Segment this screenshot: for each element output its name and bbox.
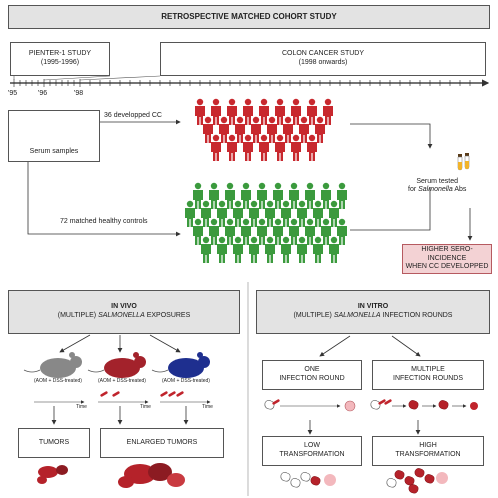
tick-label-95: '95	[8, 90, 18, 97]
in-vitro-subtitle: (MULTIPLE) SALMONELLA INFECTION ROUNDS	[293, 312, 453, 319]
multiple-rounds-line1: MULTIPLE	[411, 366, 445, 374]
tumors-box: TUMORS	[18, 428, 90, 458]
cc-count-label: 36 developped CC	[104, 112, 162, 119]
tick-label-98: '98	[74, 90, 84, 97]
high-transformation-box: HIGH TRANSFORMATION	[372, 436, 484, 466]
high-line1: HIGH	[419, 442, 437, 450]
in-vivo-header: IN VIVO (MULTIPLE) SALMONELLA EXPOSURES	[8, 290, 240, 334]
serum-tested-label: Serum tested for Salmonella Abs	[408, 178, 466, 195]
result-line1: HIGHER SERO-INCIDENCE	[421, 245, 473, 262]
enlarged-tumors-box: ENLARGED TUMORS	[100, 428, 224, 458]
high-line2: TRANSFORMATION	[395, 451, 461, 458]
colon-cancer-study-box: COLON CANCER STUDY (1998 onwards)	[160, 42, 486, 76]
colon-title: COLON CANCER STUDY	[281, 50, 365, 58]
multiple-rounds-line2: INFECTION ROUNDS	[393, 375, 463, 382]
mouse-label-red: (AOM + DSS-treated)	[98, 378, 146, 384]
arrow-to-controls	[27, 162, 181, 237]
in-vitro-header: IN VITRO (MULTIPLE) SALMONELLA INFECTION…	[256, 290, 490, 334]
colon-years: (1998 onwards)	[298, 59, 348, 66]
pienter-title: PIENTER-1 STUDY	[28, 50, 92, 58]
serum-tested-line1: Serum tested	[416, 178, 459, 185]
result-line2: WHEN CC DEVELOPPED	[405, 263, 489, 271]
cc-patients-group	[195, 98, 333, 161]
one-round-line2: INFECTION ROUND	[279, 375, 345, 382]
high-transformation-colonies	[386, 468, 448, 494]
tick-label-96: '96	[38, 90, 48, 97]
multiple-rounds-sequence	[370, 398, 478, 410]
in-vivo-title: IN VIVO	[111, 303, 137, 311]
low-transformation-box: LOW TRANSFORMATION	[262, 436, 362, 466]
in-vivo-subtitle: (MULTIPLE) SALMONELLA EXPOSURES	[57, 312, 191, 319]
enlarged-tumors-label: ENLARGED TUMORS	[126, 438, 198, 446]
study-title: RETROSPECTIVE MATCHED COHORT STUDY	[161, 12, 337, 21]
low-line2: TRANSFORMATION	[279, 451, 345, 458]
time-label-2: Time	[140, 404, 151, 410]
healthy-controls-group	[185, 182, 347, 263]
pienter-years: (1995-1996)	[40, 59, 80, 66]
tumors-small	[37, 465, 68, 484]
tumors-enlarged	[118, 463, 185, 488]
serum-samples-box: Serum samples	[8, 110, 100, 162]
study-title-box: RETROSPECTIVE MATCHED COHORT STUDY	[8, 5, 490, 29]
low-line1: LOW	[304, 442, 320, 450]
controls-count-label: 72 matched healthy controls	[60, 218, 148, 225]
serum-samples-label: Serum samples	[29, 148, 79, 156]
mouse-label-grey: (AOM + DSS-treated)	[34, 378, 82, 384]
timeline-ticks	[13, 79, 471, 87]
low-transformation-colonies	[280, 472, 336, 488]
serum-tested-prefix: for	[408, 186, 419, 194]
serum-tested-salmonella: Salmonella	[418, 186, 453, 194]
pienter-study-box: PIENTER-1 STUDY (1995-1996)	[10, 42, 110, 76]
result-box: HIGHER SERO-INCIDENCE WHEN CC DEVELOPPED	[402, 244, 492, 274]
infection-bacteria-vivo	[99, 390, 185, 398]
mouse-label-blue: (AOM + DSS-treated)	[162, 378, 210, 384]
tested-serum-icon	[457, 152, 470, 171]
time-label-1: Time	[76, 404, 87, 410]
one-round-box: ONE INFECTION ROUND	[262, 360, 362, 390]
arrow-controls-to-test	[350, 188, 431, 231]
in-vitro-title: IN VITRO	[357, 303, 389, 311]
mouse-blue-icon	[151, 352, 210, 378]
arrow-cc-to-test	[350, 123, 433, 149]
serum-tested-suffix: Abs	[452, 186, 467, 194]
mouse-grey-icon	[23, 352, 82, 378]
one-round-sequence	[264, 398, 356, 412]
one-round-line1: ONE	[304, 366, 320, 374]
multiple-rounds-box: MULTIPLE INFECTION ROUNDS	[372, 360, 484, 390]
mouse-red-icon	[87, 352, 146, 378]
tumors-label: TUMORS	[38, 438, 70, 446]
time-label-3: Time	[202, 404, 213, 410]
